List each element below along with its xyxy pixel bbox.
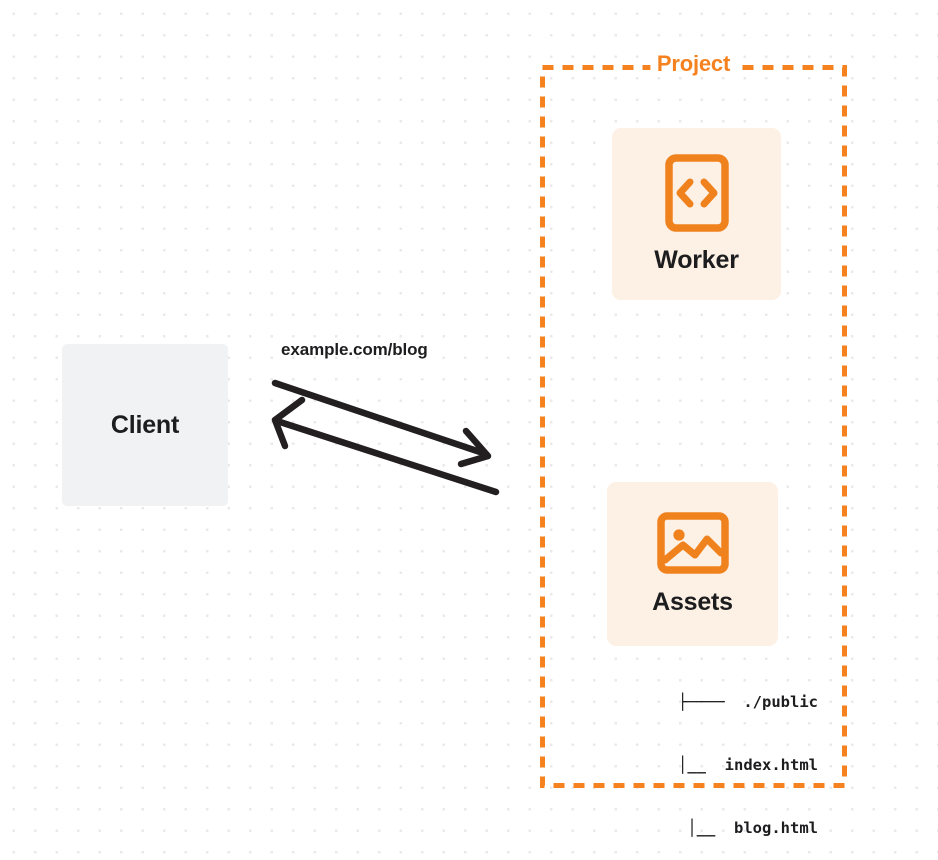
request-arrow-icon (271, 379, 492, 468)
bidirectional-arrow-group (271, 379, 500, 496)
project-title: Project (649, 51, 738, 77)
worker-node[interactable]: Worker (612, 128, 781, 300)
code-brackets-icon (664, 153, 729, 232)
client-label: Client (110, 410, 180, 439)
file-tree-row: │__ blog.html (687, 819, 818, 837)
worker-label: Worker (654, 245, 739, 274)
connection-url-label: example.com/blog (281, 340, 428, 359)
project-container: Project Worker Assets ├──── ./public │__… (540, 51, 847, 837)
image-icon (656, 511, 729, 574)
file-tree-row: ├──── ./public (678, 693, 818, 711)
file-tree-row: │__ index.html (678, 756, 818, 774)
client-node[interactable]: Client (62, 344, 228, 506)
response-arrow-icon (271, 396, 500, 496)
assets-file-tree: ├──── ./public │__ index.html │__ blog.h… (570, 650, 818, 860)
assets-label: Assets (652, 587, 733, 616)
assets-node[interactable]: Assets (607, 482, 778, 646)
